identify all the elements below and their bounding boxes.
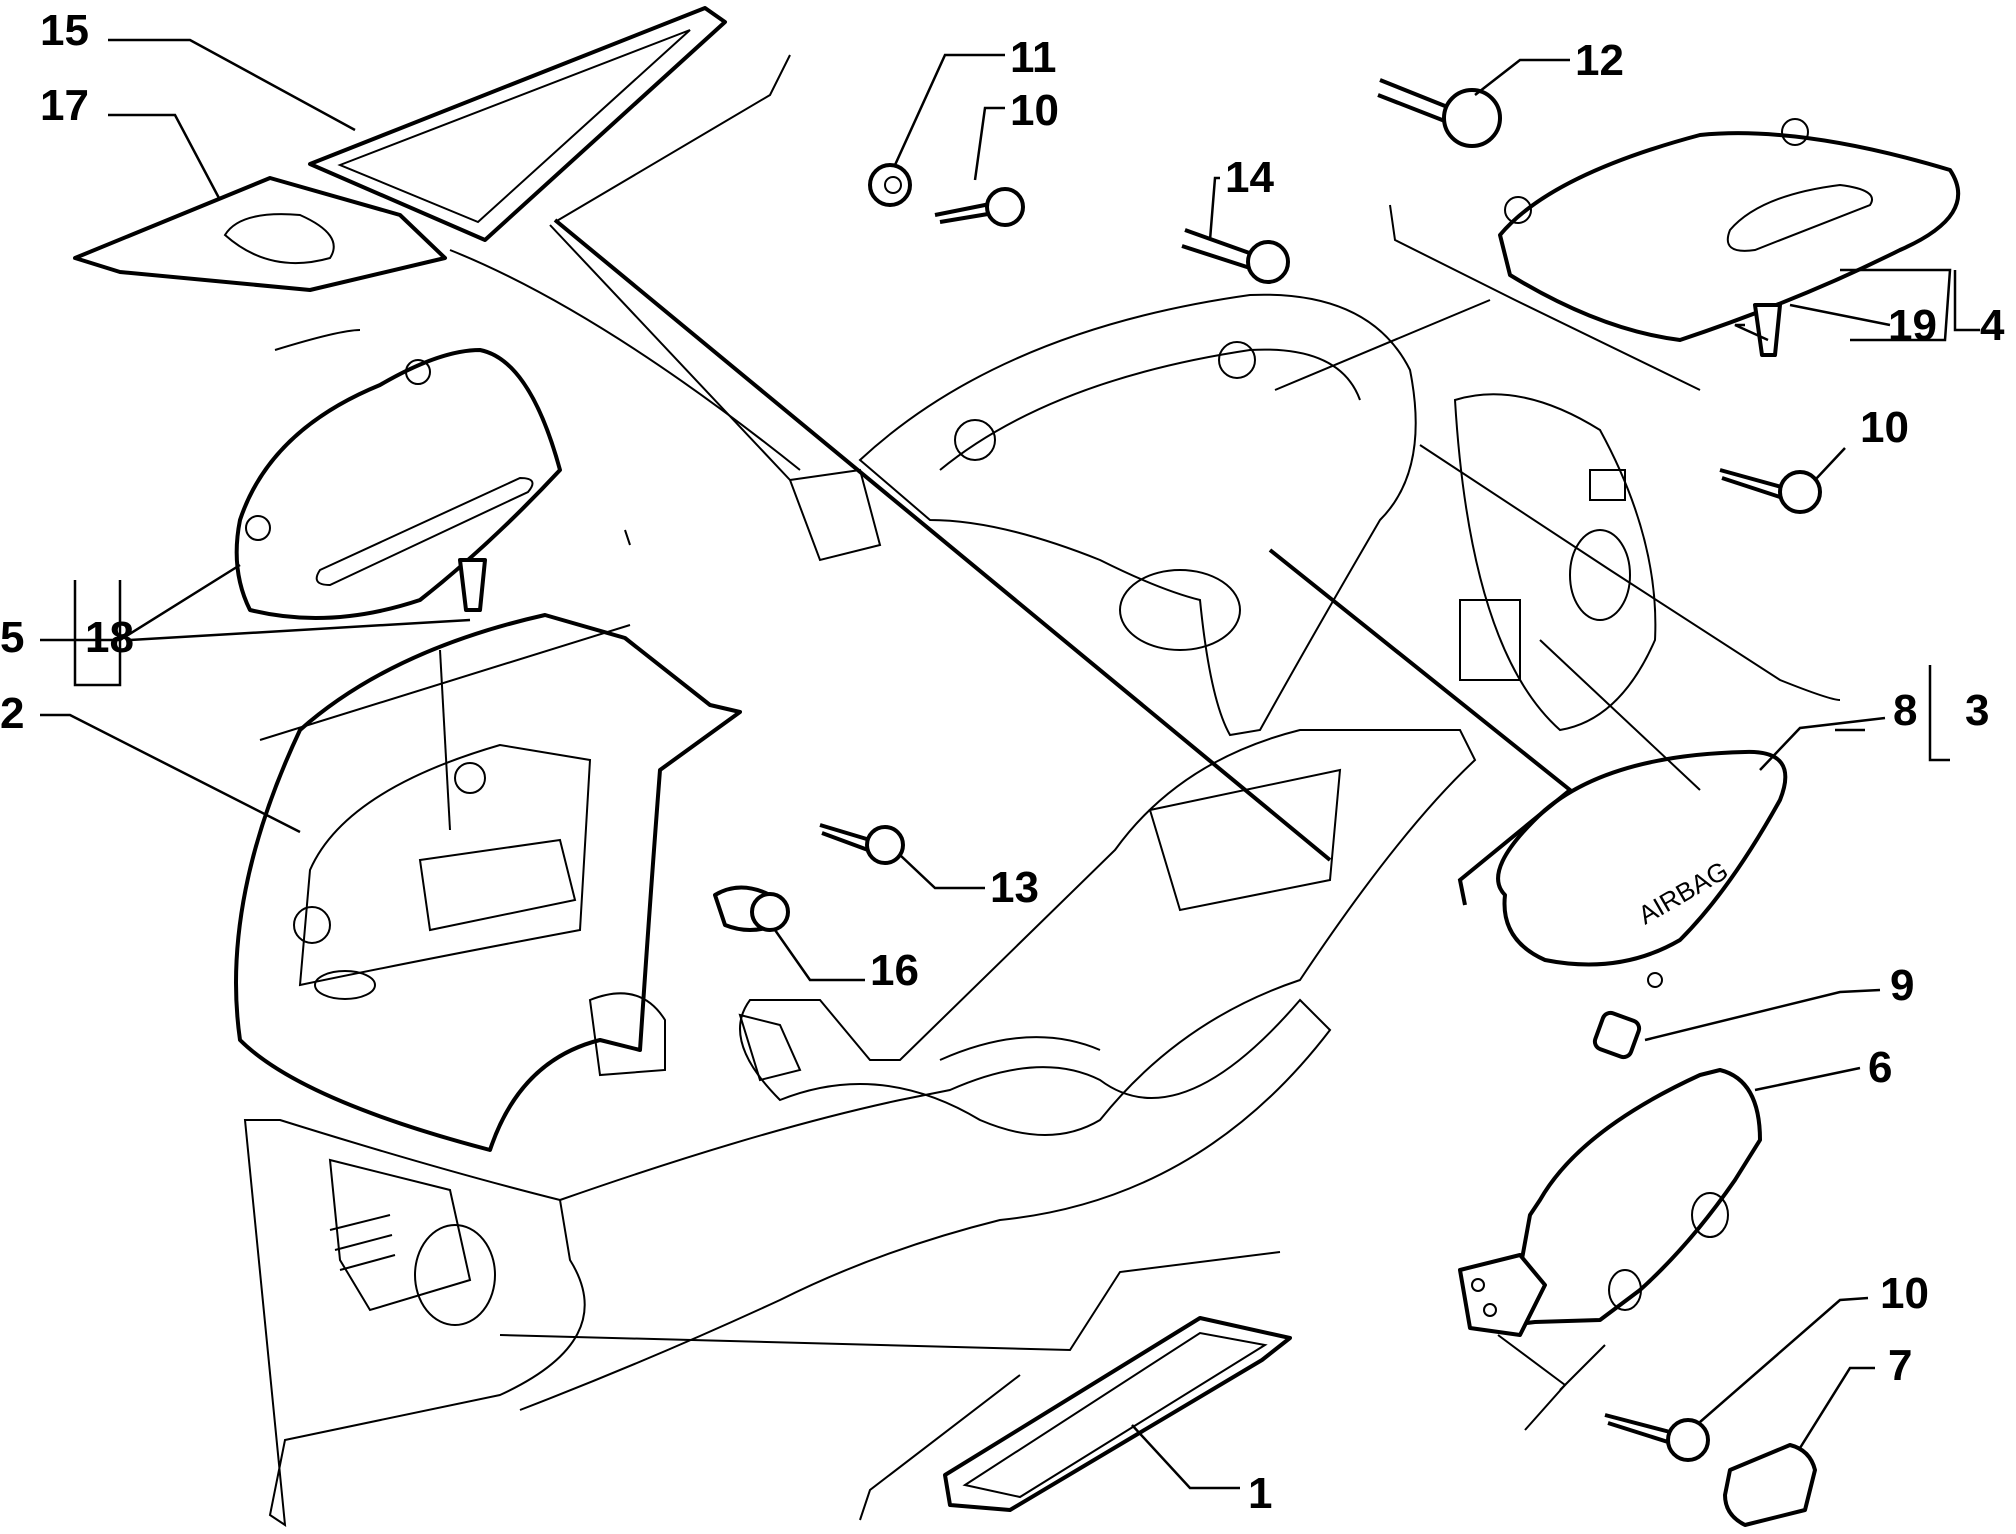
callout-18: 18 — [85, 613, 134, 662]
callout-3: 3 — [1965, 686, 1989, 735]
group-brackets — [73, 270, 1980, 762]
part-18-pin — [458, 558, 487, 612]
part-15-triangle-trim — [308, 6, 727, 242]
callout-10-bottom: 10 — [1880, 1269, 1929, 1318]
callout-16: 16 — [870, 946, 919, 995]
main-dashboard-frame — [243, 293, 1657, 1528]
callout-10-right: 10 — [1860, 403, 1909, 452]
callout-10-top: 10 — [1010, 86, 1059, 135]
callout-15: 15 — [40, 6, 89, 55]
leader-lines — [40, 38, 1952, 1490]
part-11-clip — [868, 163, 912, 207]
callout-8: 8 — [1893, 686, 1917, 735]
callout-7: 7 — [1888, 1341, 1912, 1390]
part-16-clip — [713, 885, 790, 932]
callout-1: 1 — [1248, 1469, 1272, 1518]
part-1-floor-strip — [943, 1316, 1292, 1512]
callout-12: 12 — [1575, 36, 1624, 85]
callout-4: 4 — [1980, 301, 2005, 350]
callout-6: 6 — [1868, 1043, 1892, 1092]
callout-5: 5 — [0, 613, 24, 662]
callout-2: 2 — [0, 689, 24, 738]
part-9-nut — [1592, 1010, 1642, 1060]
callout-9: 9 — [1890, 961, 1914, 1010]
part-12-bolt — [1377, 78, 1502, 148]
part-13-screw — [819, 823, 905, 865]
part-8-airbag-cover: AIRBAG — [1496, 749, 1788, 988]
part-10-screw-top — [934, 187, 1025, 227]
part-6-airbag-module — [1458, 1068, 1762, 1337]
part-2-left-housing — [234, 613, 742, 1152]
part-4-right-cover — [1498, 118, 1961, 342]
part-10-screw-bottom — [1604, 1413, 1710, 1462]
callout-19: 19 — [1888, 301, 1937, 350]
part-10-screw-right — [1719, 468, 1822, 514]
part-19-pin — [1753, 303, 1782, 357]
reference-lines — [259, 54, 1841, 1521]
part-14-bolt — [1181, 228, 1290, 284]
callout-14: 14 — [1225, 153, 1274, 202]
part-5-left-cover — [234, 348, 562, 620]
part-17-small-trim — [73, 176, 447, 292]
callout-13: 13 — [990, 863, 1039, 912]
callout-11: 11 — [1010, 33, 1057, 82]
part-7-connector — [1723, 1443, 1817, 1527]
callouts: 15 17 11 10 12 14 19 4 10 5 18 2 8 3 13 … — [0, 6, 2005, 1518]
callout-17: 17 — [40, 81, 89, 130]
